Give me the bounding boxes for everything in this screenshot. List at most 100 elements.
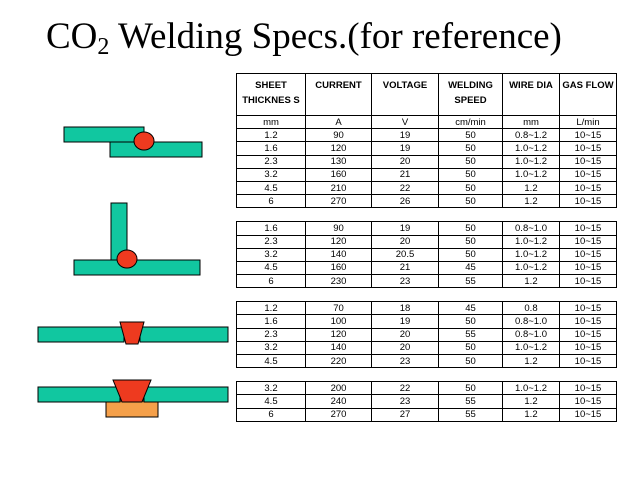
table-cell: 1.0~1.2 <box>502 154 560 169</box>
table-cell: 20 <box>371 234 439 249</box>
header-wire-dia: WIRE DIA <box>502 73 560 116</box>
table-cell: 50 <box>438 180 503 196</box>
group-separator-row <box>236 367 617 383</box>
table-cell: 6 <box>236 407 306 422</box>
lap-joint-upper-plate <box>63 126 145 143</box>
table-cell: 50 <box>438 154 503 169</box>
table-cell: 10~15 <box>559 167 617 182</box>
table-cell: 50 <box>438 194 503 209</box>
table-header-row: SHEET THICKNES S CURRENT VOLTAGE WELDING… <box>236 73 617 116</box>
table-cell: 1.0~1.2 <box>502 167 560 182</box>
table-cell: 18 <box>371 301 439 316</box>
table-cell: 160 <box>305 167 372 182</box>
header-gas-flow: GAS FLOW <box>559 73 617 116</box>
group-separator-row <box>236 207 617 223</box>
table-cell: 240 <box>305 394 372 409</box>
unit-cell: mm <box>502 114 560 130</box>
header-current: CURRENT <box>305 73 372 116</box>
table-cell: 50 <box>438 141 503 156</box>
table-cell: 1.2 <box>502 274 560 289</box>
table-cell: 21 <box>371 167 439 182</box>
separator-cell <box>305 367 372 383</box>
table-cell: 10~15 <box>559 154 617 169</box>
title-main: CO <box>46 16 98 57</box>
table-cell: 160 <box>305 260 372 276</box>
header-welding-speed: WELDING SPEED <box>438 73 503 116</box>
table-cell: 20.5 <box>371 247 439 262</box>
butt-joint-diagram <box>37 321 229 345</box>
separator-cell <box>371 287 439 303</box>
table-cell: 140 <box>305 247 372 262</box>
table-cell: 1.0~1.2 <box>502 247 560 262</box>
table-cell: 3.2 <box>236 167 306 182</box>
table-cell: 55 <box>438 407 503 422</box>
units-row: mm A V cm/min mm L/min <box>236 114 617 130</box>
table-cell: 55 <box>438 394 503 409</box>
table-cell: 19 <box>371 221 439 236</box>
unit-cell: L/min <box>559 114 617 130</box>
t-joint-diagram <box>73 202 201 276</box>
table-cell: 10~15 <box>559 394 617 409</box>
t-joint-base-plate <box>73 259 201 276</box>
header-sheet-thickness: SHEET THICKNES S <box>236 73 306 116</box>
table-cell: 27 <box>371 407 439 422</box>
table-cell: 130 <box>305 154 372 169</box>
table-cell: 10~15 <box>559 301 617 316</box>
table-cell: 10~15 <box>559 234 617 249</box>
table-cell: 10~15 <box>559 353 617 369</box>
separator-cell <box>502 207 560 223</box>
table-cell: 1.6 <box>236 314 306 329</box>
title-rest: Welding Specs.(for reference) <box>109 16 562 57</box>
table-cell: 1.0~1.2 <box>502 234 560 249</box>
table-cell: 0.8~1.0 <box>502 314 560 329</box>
table-cell: 120 <box>305 327 372 342</box>
separator-cell <box>371 207 439 223</box>
table-cell: 1.0~1.2 <box>502 141 560 156</box>
table-cell: 1.2 <box>502 194 560 209</box>
table-cell: 0.8~1.0 <box>502 327 560 342</box>
table-cell: 23 <box>371 394 439 409</box>
unit-cell: mm <box>236 114 306 130</box>
table-cell: 120 <box>305 141 372 156</box>
table-cell: 270 <box>305 194 372 209</box>
table-cell: 26 <box>371 194 439 209</box>
table-cell: 10~15 <box>559 260 617 276</box>
table-cell: 1.0~1.2 <box>502 340 560 356</box>
group-separator-row <box>236 287 617 303</box>
header-voltage: VOLTAGE <box>371 73 439 116</box>
table-cell: 20 <box>371 154 439 169</box>
table-cell: 4.5 <box>236 180 306 196</box>
table-cell: 4.5 <box>236 394 306 409</box>
table-cell: 45 <box>438 301 503 316</box>
table-cell: 50 <box>438 314 503 329</box>
lap-joint-lower-plate <box>109 141 203 158</box>
table-cell: 1.2 <box>502 353 560 369</box>
table-cell: 20 <box>371 327 439 342</box>
backing-joint-right-plate <box>143 386 229 403</box>
table-cell: 55 <box>438 327 503 342</box>
table-cell: 4.5 <box>236 260 306 276</box>
page-title: CO2 Welding Specs.(for reference) <box>46 18 562 59</box>
table-cell: 22 <box>371 180 439 196</box>
table-cell: 0.8~1.0 <box>502 221 560 236</box>
table-cell: 10~15 <box>559 327 617 342</box>
table-cell: 20 <box>371 340 439 356</box>
table-cell: 1.0~1.2 <box>502 260 560 276</box>
table-cell: 10~15 <box>559 247 617 262</box>
table-cell: 10~15 <box>559 194 617 209</box>
table-cell: 100 <box>305 314 372 329</box>
separator-cell <box>502 287 560 303</box>
butt-joint-right-plate <box>139 326 229 343</box>
t-joint-weld-bead <box>116 249 138 269</box>
